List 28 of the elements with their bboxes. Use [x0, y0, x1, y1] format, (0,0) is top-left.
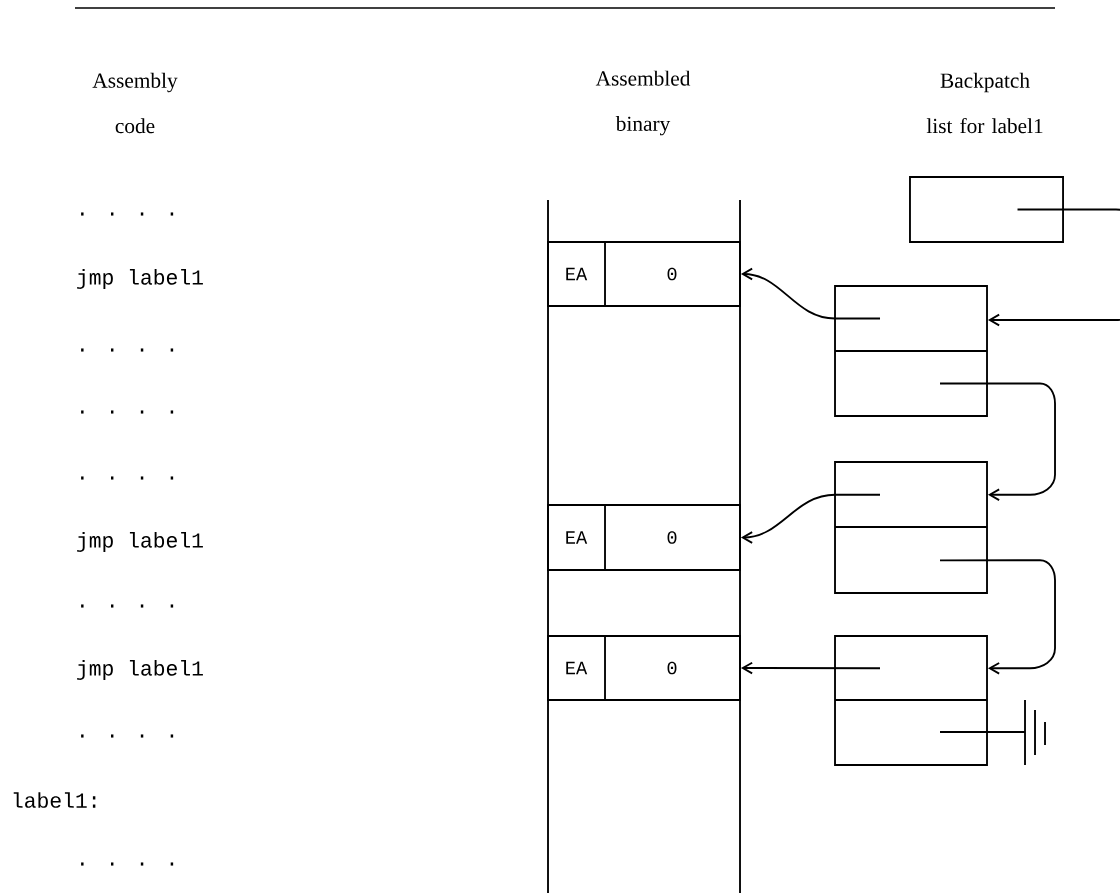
list-node-box — [834, 635, 988, 766]
pointer-arrow — [987, 208, 1120, 327]
code-line: . . . . — [81, 604, 174, 608]
pointer-arrow — [740, 267, 881, 320]
list-node-box — [834, 461, 988, 594]
column-heading: Assembled binary — [595, 70, 691, 136]
code-line: . . . . — [81, 476, 174, 480]
pointer-arrow — [939, 559, 1056, 675]
list-node-box — [834, 285, 988, 417]
code-line: . . . . — [81, 212, 174, 216]
memory-cell: EA 0 — [547, 504, 741, 571]
code-line: jmp label1 — [77, 532, 203, 552]
code-line: label1: — [13, 792, 96, 808]
pointer-arrow — [939, 382, 1056, 501]
memory-cell: EA 0 — [547, 241, 741, 307]
code-line: . . . . — [81, 862, 174, 866]
column-heading: Backpatch list for label1 — [926, 72, 1043, 134]
list-head-box — [909, 176, 1064, 243]
column-heading: Assembly code — [92, 72, 178, 134]
pointer-arrow — [740, 493, 881, 544]
binary-column — [547, 199, 741, 893]
code-line: . . . . — [81, 410, 174, 414]
memory-cell: EA 0 — [547, 635, 741, 701]
code-line: . . . . — [81, 734, 174, 738]
pointer-arrow — [740, 661, 881, 675]
code-line: jmp label1 — [77, 269, 203, 289]
code-line: jmp label1 — [77, 660, 203, 680]
code-line: . . . . — [81, 348, 174, 352]
